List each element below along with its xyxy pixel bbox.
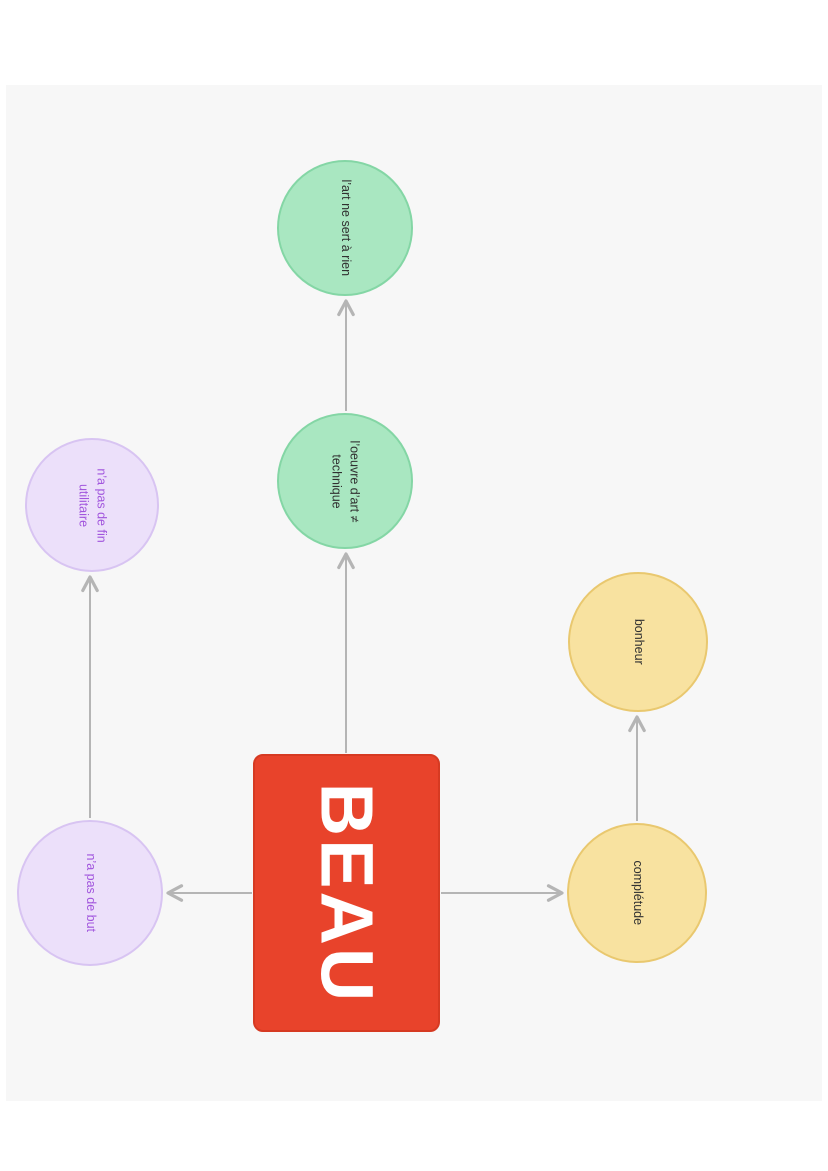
node-art-ne-sert-a-rien[interactable]: l’art ne sert à rien <box>277 160 413 296</box>
node-beau[interactable]: BEAU <box>253 754 440 1032</box>
node-bonheur-label: bonheur <box>631 619 646 665</box>
node-pas-de-fin-utilitaire[interactable]: n’a pas de fin utilitaire <box>25 438 159 572</box>
node-pas-de-but-label: n’a pas de but <box>83 853 98 933</box>
node-beau-label: BEAU <box>305 782 388 1004</box>
node-pas-de-fin-utilitaire-label: n’a pas de fin utilitaire <box>77 467 109 543</box>
node-art-ne-sert-a-rien-label: l’art ne sert à rien <box>338 179 353 277</box>
node-bonheur[interactable]: bonheur <box>568 572 708 712</box>
node-pas-de-but[interactable]: n’a pas de but <box>17 820 163 966</box>
node-completude-label: complétude <box>630 860 645 926</box>
node-oeuvre-d-art-technique-label: l’oeuvre d’art ≠ technique <box>330 440 362 522</box>
node-completude[interactable]: complétude <box>567 823 707 963</box>
node-oeuvre-d-art-technique[interactable]: l’oeuvre d’art ≠ technique <box>277 413 413 549</box>
